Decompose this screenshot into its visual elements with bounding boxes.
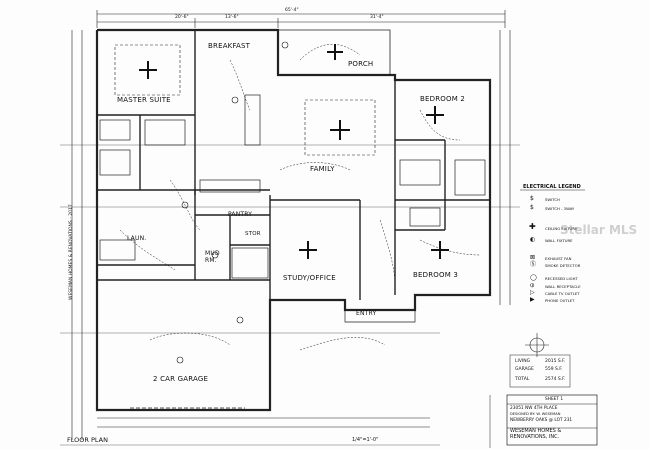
total-label: TOTAL — [515, 377, 530, 382]
legend-item: WALL RECEPTACLE — [545, 284, 581, 289]
floor-plan-title: FLOOR PLAN — [67, 436, 108, 444]
address: 23051 NW 4TH PLACE — [510, 406, 558, 411]
legend-item: CABLE TV OUTLET — [545, 291, 580, 296]
room-label-master-suite: MASTER SUITE — [117, 96, 171, 104]
wall-receptacle-icon: ⦶ — [530, 282, 535, 289]
vertical-company-text: WESEMAN HOMES & RENOVATIONS - 2017 — [69, 204, 74, 300]
subdivision: NEWBERRY OAKS @ LOT 231 — [510, 418, 573, 423]
wall-fixture-icon: ◐ — [530, 236, 536, 243]
living-value: 2015 S.F. — [545, 359, 566, 364]
recessed-light-icon: ◯ — [530, 274, 537, 281]
exhaust-fan-icon: ⊠ — [530, 254, 536, 261]
room-label-bedroom-2: BEDROOM 2 — [420, 95, 466, 103]
watermark-text: Stellar MLS — [560, 223, 638, 237]
phone-outlet-icon: ▶ — [530, 296, 535, 303]
room-label-garage: 2 CAR GARAGE — [153, 375, 209, 383]
room-label-storage: STOR — [245, 231, 261, 237]
legend-item: RECESSED LIGHT — [545, 276, 578, 281]
room-label-bedroom-3: BEDROOM 3 — [413, 271, 459, 279]
dim-overall: 65'-4" — [285, 8, 299, 13]
legend-item: SWITCH — [545, 197, 560, 202]
scale-label: 1/4"=1'-0" — [352, 437, 379, 443]
total-value: 2574 S.F. — [545, 377, 566, 382]
legend-item: EXHAUST FAN — [545, 256, 572, 261]
room-label-porch: PORCH — [348, 60, 374, 68]
legend-item: WALL FIXTURE — [545, 238, 573, 243]
room-label-family: FAMILY — [310, 165, 335, 173]
garage-area-label: GARAGE — [515, 367, 534, 372]
cable-tv-icon: ▷ — [530, 289, 535, 296]
room-label-entry: ENTRY — [356, 310, 377, 317]
smoke-detector-icon: Ⓢ — [530, 261, 537, 268]
garage-area-value: 559 S.F. — [545, 367, 563, 372]
designed-by: DESIGNED BY: W. WESEMAN — [510, 412, 561, 416]
switch-3way-icon: $ — [530, 204, 534, 211]
legend-item: CEILING FIXTURE — [545, 226, 578, 231]
room-label-breakfast: BREAKFAST — [208, 42, 251, 50]
room-label-pantry: PANTRY — [228, 211, 253, 218]
legend-item: SWITCH - 3WAY — [545, 206, 575, 211]
dim-top-left: 20'-6" — [175, 15, 189, 20]
room-label-study-office: STUDY/OFFICE — [283, 274, 336, 282]
dim-top-right: 31'-4" — [370, 15, 384, 20]
legend-title: ELECTRICAL LEGEND — [523, 184, 581, 190]
room-label-mud-room: MUD RM. — [205, 250, 220, 264]
sheet-number: SHEET 1 — [545, 397, 564, 402]
switch-icon: $ — [530, 195, 534, 202]
company-name: WESEMAN HOMES & RENOVATIONS, INC. — [510, 428, 562, 440]
room-label-laundry: LAUN. — [127, 235, 147, 242]
legend-item: PHONE OUTLET — [545, 298, 575, 303]
dim-top-mid: 13'-6" — [225, 15, 239, 20]
living-label: LIVING — [515, 359, 531, 364]
ceiling-fixture-icon: ✚ — [529, 222, 536, 231]
legend-item: SMOKE DETECTOR — [545, 263, 581, 268]
